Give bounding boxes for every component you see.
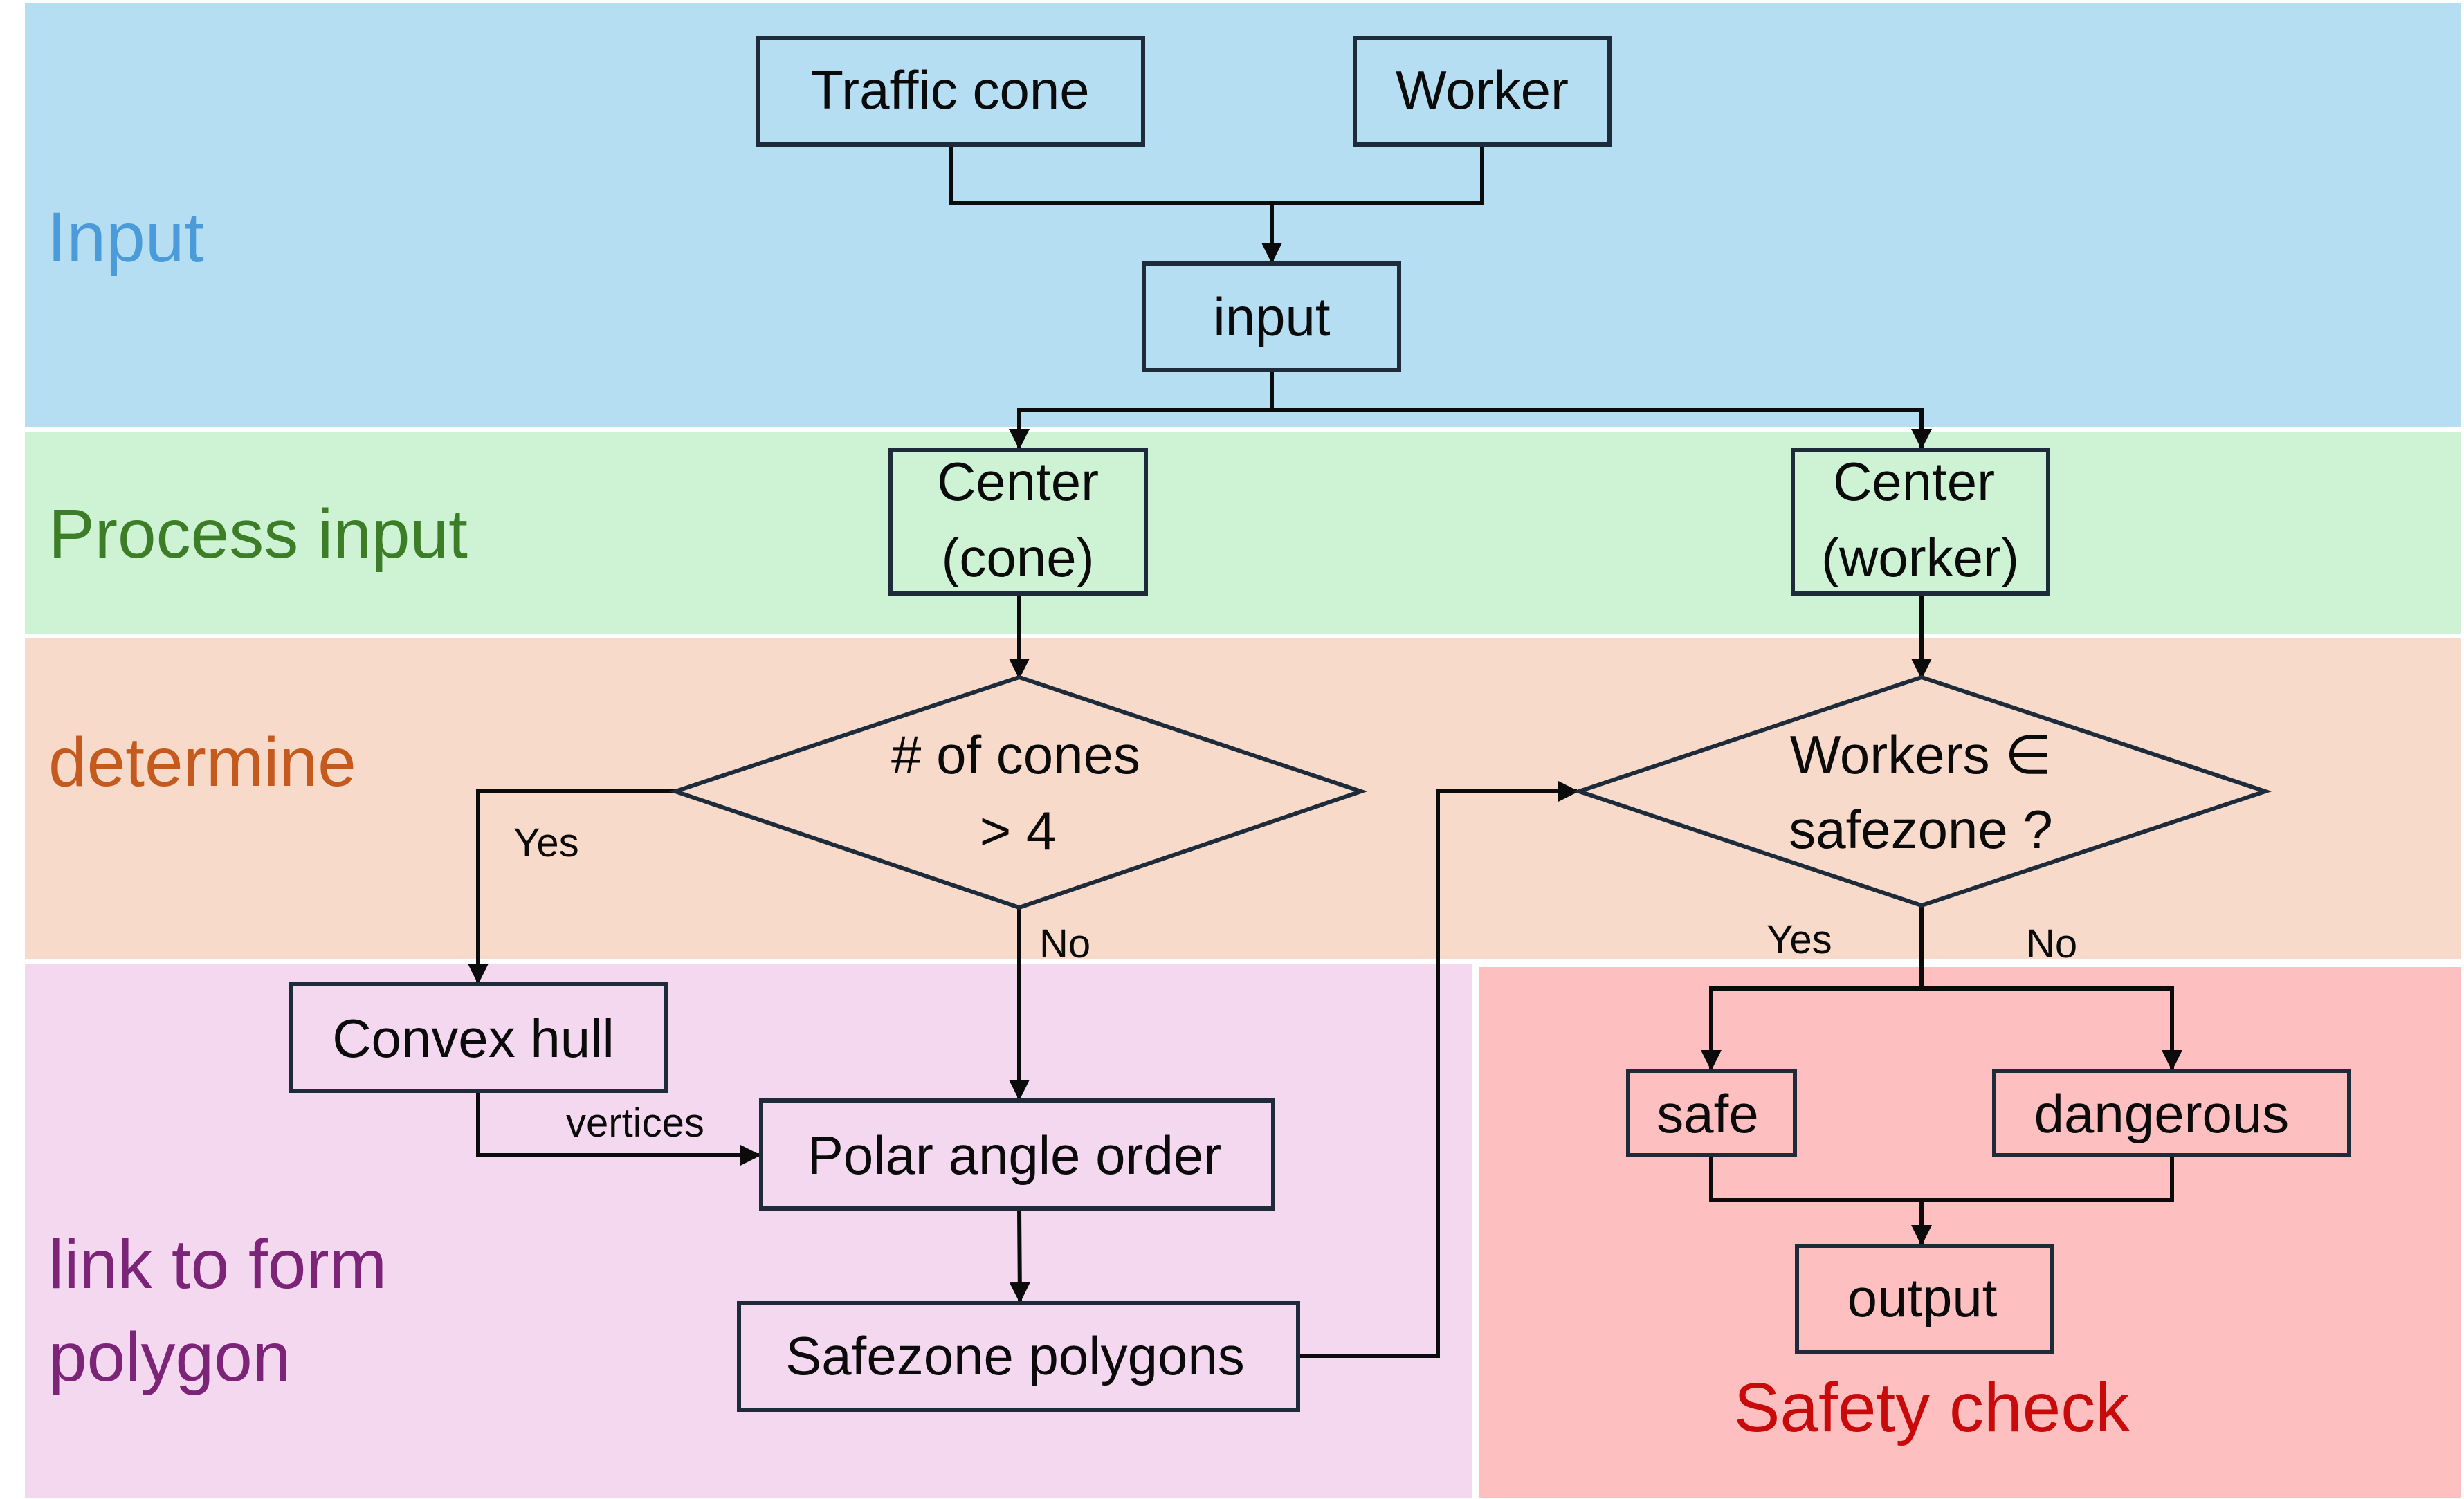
edge-dangerous-to-output	[1922, 1155, 2174, 1202]
node-workers-decision-label-line1: Workers ∈	[1790, 724, 2052, 785]
node-center-worker: Center (worker)	[1791, 448, 2050, 596]
node-center-worker-label-line1: Center	[1833, 451, 1995, 512]
lane-polygon-label-line1: link to form	[48, 1226, 387, 1303]
edges	[468, 145, 2182, 1358]
edge-label-cones-no: No	[1039, 921, 1090, 966]
edge-label-cones-yes: Yes	[513, 820, 579, 865]
node-cones-decision: # of cones > 4	[668, 674, 1368, 910]
node-convex-hull-label: Convex hull	[332, 1008, 614, 1069]
node-safezone-polygons-label: Safezone polygons	[785, 1325, 1245, 1386]
node-polar-angle-order: Polar angle order	[759, 1098, 1275, 1211]
edge-label-workers-yes: Yes	[1767, 917, 1832, 962]
lane-safety-background	[1479, 967, 2461, 1498]
edge-safe-to-output	[1709, 1155, 1922, 1202]
node-worker: Worker	[1353, 36, 1612, 147]
node-polar-angle-order-label: Polar angle order	[807, 1125, 1221, 1186]
node-cones-decision-label-line1: # of cones	[891, 724, 1140, 785]
edge-input-to-center-cone	[1009, 370, 1274, 450]
node-output-label: output	[1847, 1267, 1998, 1328]
lane-input-background	[25, 3, 2461, 427]
node-center-cone-label-line2: (cone)	[941, 527, 1094, 588]
node-workers-decision: Workers ∈ safezone ?	[1572, 674, 2272, 908]
edge-traffic-cone-to-merge	[949, 145, 1272, 205]
lane-process-label: Process input	[48, 495, 468, 573]
edge-label-workers-no: No	[2026, 921, 2077, 966]
lane-input-label: Input	[47, 198, 204, 277]
node-input: input	[1142, 261, 1401, 372]
node-dangerous-label: dangerous	[2034, 1083, 2290, 1144]
lane-process-background	[25, 432, 2461, 634]
edge-branch-to-safe	[1701, 986, 1922, 1071]
edge-worker-to-merge	[1272, 145, 1484, 205]
lane-polygon-label-line2: polygon	[48, 1318, 291, 1396]
lane-determine-label: determine	[48, 724, 356, 801]
edge-polar-angle-to-safezone	[1009, 1208, 1030, 1303]
edge-safezone-to-workers-decision	[1298, 781, 1579, 1358]
node-traffic-cone-label: Traffic cone	[810, 59, 1089, 120]
node-dangerous: dangerous	[1992, 1069, 2351, 1157]
node-input-label: input	[1213, 286, 1330, 347]
node-traffic-cone: Traffic cone	[756, 36, 1145, 147]
lane-safety-label: Safety check	[1734, 1369, 2131, 1446]
node-safe: safe	[1626, 1069, 1797, 1157]
node-workers-decision-label-line2: safezone ?	[1789, 799, 2053, 860]
node-output: output	[1795, 1244, 2054, 1354]
edge-cones-yes-to-convex-hull	[468, 789, 675, 984]
edge-convex-hull-to-polar-angle	[476, 1091, 761, 1166]
node-center-worker-label-line2: (worker)	[1821, 527, 2019, 588]
node-safezone-polygons: Safezone polygons	[737, 1301, 1300, 1412]
node-worker-label: Worker	[1396, 59, 1569, 120]
edge-input-to-center-worker	[1272, 408, 1932, 450]
node-center-cone-label-line1: Center	[937, 451, 1099, 512]
edge-branch-to-dangerous	[1922, 986, 2182, 1071]
lane-determine-background	[25, 638, 2461, 959]
node-center-cone: Center (cone)	[888, 448, 1148, 596]
node-cones-decision-label-line2: > 4	[980, 800, 1057, 861]
node-safe-label: safe	[1657, 1083, 1758, 1144]
edge-label-hull-vertices: vertices	[566, 1101, 704, 1146]
node-convex-hull: Convex hull	[289, 982, 668, 1093]
